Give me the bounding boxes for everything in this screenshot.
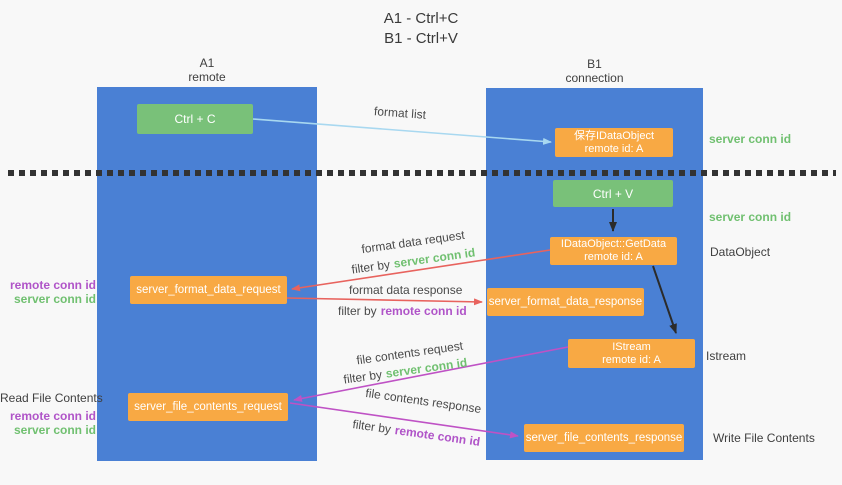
- node-idataobject-getdata-line1: IDataObject::GetData: [560, 238, 667, 250]
- filter-by-text: filter by: [350, 257, 391, 277]
- node-server-file-contents-response: server_file_contents_response: [524, 424, 684, 452]
- lifeline-b1-name: B1: [587, 57, 602, 71]
- lifeline-a1-role: remote: [188, 70, 226, 84]
- node-server-format-data-response-label: server_format_data_response: [488, 296, 643, 308]
- label-dataobject: DataObject: [710, 245, 771, 259]
- label-server-conn-id-left-1: server conn id: [13, 292, 96, 306]
- lifeline-b1-role: connection: [565, 71, 624, 85]
- remote-conn-id-text: remote conn id: [380, 304, 467, 318]
- node-server-file-contents-request: server_file_contents_request: [128, 393, 288, 421]
- node-server-file-contents-response-label: server_file_contents_response: [525, 432, 683, 444]
- lifeline-header-a1: A1 remote: [97, 56, 317, 84]
- node-ctrl-c-label: Ctrl + C: [174, 112, 216, 126]
- title-line-2: B1 - Ctrl+V: [384, 30, 458, 47]
- label-istream: Istream: [706, 349, 747, 363]
- title-line-1: A1 - Ctrl+C: [383, 10, 459, 27]
- node-idataobject-getdata-line2: remote id: A: [584, 251, 643, 263]
- remote-conn-id-text: remote conn id: [393, 423, 482, 449]
- label-format-data-response: format data response: [349, 283, 463, 297]
- label-file-contents-response: file contents response: [364, 385, 483, 417]
- label-read-file-contents: Read File Contents: [0, 391, 103, 405]
- node-server-file-contents-request-label: server_file_contents_request: [134, 401, 282, 413]
- lifeline-a1-name: A1: [199, 56, 215, 70]
- node-server-format-data-request: server_format_data_request: [130, 276, 287, 304]
- node-idataobject-getdata: IDataObject::GetData remote id: A: [550, 237, 677, 265]
- label-server-conn-id-mid-right: server conn id: [709, 210, 792, 224]
- label-remote-conn-id-left-2: remote conn id: [9, 409, 96, 423]
- label-server-conn-id-left-2: server conn id: [13, 423, 96, 437]
- label-write-file-contents: Write File Contents: [713, 431, 815, 445]
- diagram-title: A1 - Ctrl+C B1 - Ctrl+V: [0, 9, 842, 49]
- label-conn-ids-left-1: remote conn id server conn id: [0, 278, 96, 306]
- node-save-dataobject: 保存IDataObject remote id: A: [555, 128, 673, 157]
- node-save-dataobject-line1: 保存IDataObject: [573, 129, 655, 142]
- filter-by-text: filter by: [351, 417, 392, 437]
- node-ctrl-v-label: Ctrl + V: [592, 186, 634, 201]
- node-istream-line1: IStream: [612, 340, 651, 353]
- node-server-format-data-response: server_format_data_response: [487, 288, 644, 316]
- node-istream-line2: remote id: A: [602, 353, 661, 366]
- label-conn-ids-left-2: remote conn id server conn id: [0, 409, 96, 437]
- node-save-dataobject-line2: remote id: A: [584, 142, 644, 155]
- node-server-format-data-request-label: server_format_data_request: [136, 284, 281, 296]
- filter-by-text: filter by: [342, 367, 383, 387]
- label-format-list: format list: [373, 104, 427, 122]
- label-server-conn-id-top-right: server conn id: [709, 132, 792, 146]
- label-remote-conn-id-left-1: remote conn id: [9, 278, 96, 292]
- filter-by-text: filter by: [338, 304, 377, 318]
- node-ctrl-c: Ctrl + C: [137, 104, 253, 134]
- node-ctrl-v: Ctrl + V: [553, 180, 673, 207]
- lifeline-header-b1: B1 connection: [486, 57, 703, 85]
- node-istream: IStream remote id: A: [568, 339, 695, 368]
- session-divider-dotted-line: [8, 170, 836, 176]
